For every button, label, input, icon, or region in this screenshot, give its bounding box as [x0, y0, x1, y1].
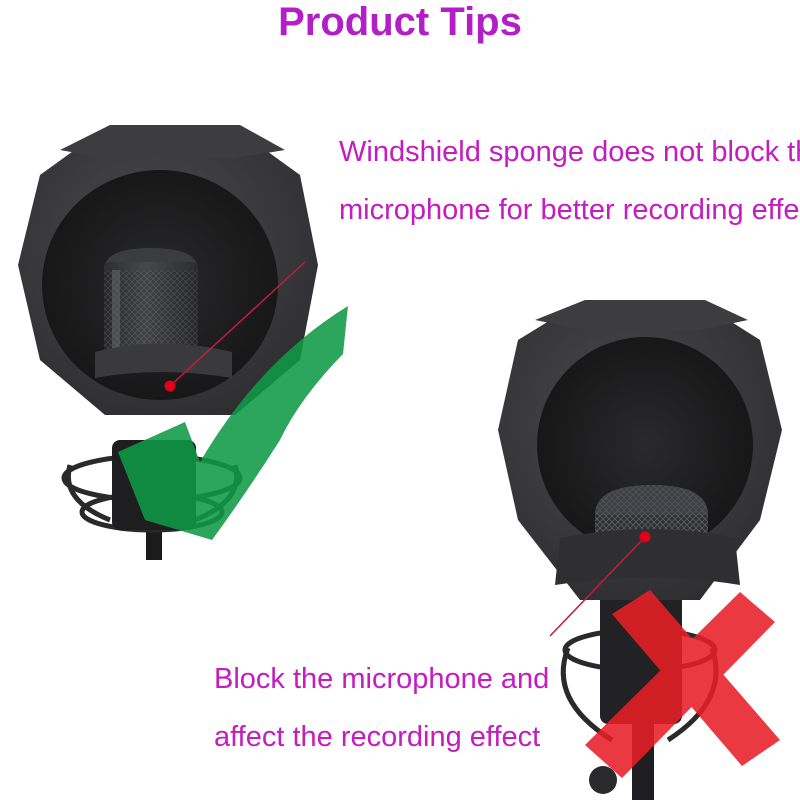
good-caption-line-1: Windshield sponge does not block the: [339, 136, 800, 168]
bad-caption: Block the microphone and affect the reco…: [214, 650, 550, 766]
good-caption-line-2: microphone for better recording effect: [339, 194, 800, 226]
good-shield-photo: [18, 125, 318, 560]
page-title: Product Tips: [278, 0, 522, 44]
good-pointer-dot: [164, 380, 176, 392]
bad-pointer-dot: [639, 531, 651, 543]
bad-pointer-line: [549, 536, 646, 637]
bad-shield-photo: [498, 300, 782, 800]
check-mark-icon: [118, 306, 348, 540]
good-pointer-line: [169, 261, 306, 387]
bad-caption-line-1: Block the microphone and: [214, 663, 550, 695]
cross-mark-icon: [585, 590, 780, 778]
good-caption: Windshield sponge does not block the mic…: [339, 123, 800, 239]
bad-caption-line-2: affect the recording effect: [214, 721, 541, 753]
good-microphone: [104, 248, 198, 362]
